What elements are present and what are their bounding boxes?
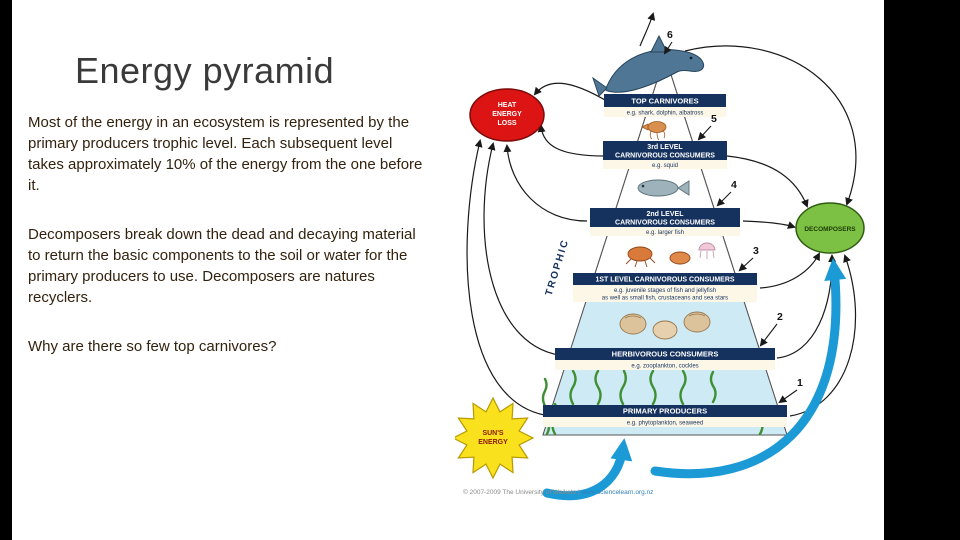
sun-icon [455, 396, 535, 480]
svg-text:3: 3 [753, 245, 759, 257]
svg-text:CARNIVOROUS CONSUMERS: CARNIVOROUS CONSUMERS [615, 153, 715, 160]
svg-text:e.g. zooplankton, cockles: e.g. zooplankton, cockles [631, 364, 698, 370]
svg-text:LOSS: LOSS [497, 120, 516, 127]
svg-text:PRIMARY PRODUCERS: PRIMARY PRODUCERS [623, 407, 707, 416]
level-band-1st-carnivorous: 1ST LEVEL CARNIVOROUS CONSUMERS e.g. juv… [573, 273, 757, 302]
recycle-arrows [542, 258, 847, 501]
trophic-level-numbers: 6 5 4 3 2 1 [663, 29, 803, 404]
right-black-bar [884, 0, 960, 540]
paragraph-decomposers: Decomposers break down the dead and deca… [28, 226, 416, 306]
svg-text:1: 1 [797, 377, 803, 389]
copyright-line: © 2007-2009 The University of Waikato | … [463, 488, 653, 496]
svg-text:as well as small fish, crustac: as well as small fish, crustaceans and s… [602, 296, 728, 302]
svg-text:ENERGY: ENERGY [492, 111, 522, 118]
svg-text:e.g. squid: e.g. squid [652, 163, 678, 169]
paragraph-question: Why are there so few top carnivores? [28, 338, 277, 355]
svg-text:ENERGY: ENERGY [478, 439, 508, 446]
level-band-3rd-carnivorous: 3rd LEVEL CARNIVOROUS CONSUMERS e.g. squ… [603, 141, 727, 169]
svg-text:e.g. phytoplankton, seaweed: e.g. phytoplankton, seaweed [627, 421, 703, 427]
svg-text:HEAT: HEAT [498, 102, 517, 109]
level-band-top-carnivores: TOP CARNIVORES e.g. shark, dolphin, alba… [604, 94, 726, 117]
level-band-2nd-carnivorous: 2nd LEVEL CARNIVOROUS CONSUMERS e.g. lar… [590, 208, 740, 236]
svg-text:e.g. shark, dolphin, albatross: e.g. shark, dolphin, albatross [627, 111, 704, 117]
trophic-axis-label: TROPHIC [544, 237, 572, 297]
heat-energy-loss-node: HEAT ENERGY LOSS [469, 88, 545, 142]
left-black-bar [0, 0, 12, 540]
decomposers-node: DECOMPOSERS [795, 202, 865, 254]
svg-text:4: 4 [731, 179, 737, 191]
svg-text:TOP CARNIVORES: TOP CARNIVORES [631, 97, 698, 106]
svg-text:DECOMPOSERS: DECOMPOSERS [804, 226, 856, 233]
svg-text:3rd LEVEL: 3rd LEVEL [647, 144, 683, 151]
dolphin-illustration [592, 34, 705, 97]
svg-text:CARNIVOROUS CONSUMERS: CARNIVOROUS CONSUMERS [615, 220, 715, 227]
fish-illustration [637, 179, 690, 197]
svg-text:5: 5 [711, 113, 717, 125]
crustacean-illustration [625, 242, 716, 268]
level-band-herbivorous: HERBIVOROUS CONSUMERS e.g. zooplankton, … [555, 348, 775, 370]
slide: Energy pyramid Most of the energy in an … [12, 0, 884, 540]
squid-illustration [641, 121, 667, 141]
svg-text:SUN'S: SUN'S [482, 430, 503, 437]
level-band-primary-producers: PRIMARY PRODUCERS e.g. phytoplankton, se… [543, 405, 787, 427]
slide-body-text: Most of the energy in an ecosystem is re… [28, 112, 426, 385]
copyright-text: © 2007-2009 The University of Waikato | [463, 488, 581, 496]
svg-text:e.g. larger fish: e.g. larger fish [646, 230, 684, 236]
copyright-url: www.sciencelearn.org.nz [580, 489, 653, 496]
sun-energy-node: SUN'S ENERGY [455, 396, 535, 480]
paragraph-energy: Most of the energy in an ecosystem is re… [28, 114, 423, 194]
svg-text:1ST LEVEL CARNIVOROUS CONSUMER: 1ST LEVEL CARNIVOROUS CONSUMERS [595, 277, 734, 284]
svg-text:HERBIVOROUS CONSUMERS: HERBIVOROUS CONSUMERS [612, 350, 719, 359]
energy-pyramid-diagram: TOP CARNIVORES e.g. shark, dolphin, alba… [455, 12, 865, 501]
svg-text:6: 6 [667, 29, 673, 41]
cockles-illustration [619, 311, 711, 340]
svg-text:2: 2 [777, 311, 783, 323]
svg-text:e.g. juvenile stages of fish a: e.g. juvenile stages of fish and jellyfi… [614, 288, 716, 294]
svg-text:2nd LEVEL: 2nd LEVEL [647, 211, 685, 218]
page-title: Energy pyramid [75, 50, 335, 91]
